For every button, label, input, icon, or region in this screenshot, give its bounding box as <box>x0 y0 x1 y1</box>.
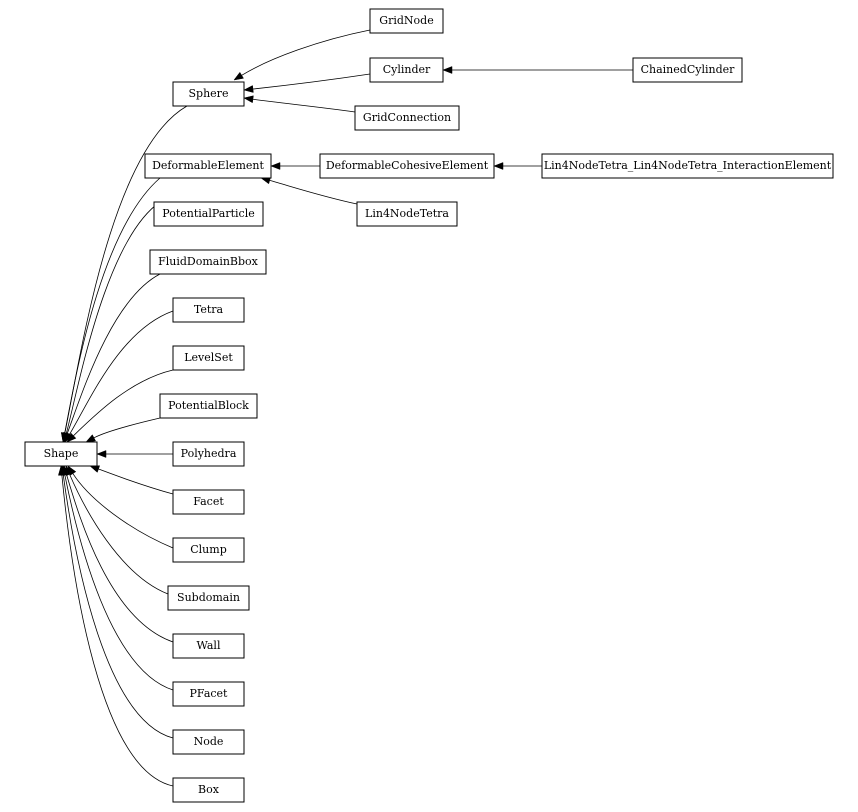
node-lin4-interaction-element[interactable]: Lin4NodeTetra_Lin4NodeTetra_InteractionE… <box>541 153 834 179</box>
arrowhead-lin4_interaction_element-to-deformable_cohesive_element <box>493 162 504 170</box>
arrowhead-deformable_cohesive_element-to-deformable_element <box>270 162 281 170</box>
node-label: Sphere <box>189 87 229 100</box>
node-pfacet[interactable]: PFacet <box>172 681 245 707</box>
edge-grid_connection-to-sphere <box>252 98 356 113</box>
edge-node-to-shape <box>62 474 174 739</box>
node-label: Subdomain <box>177 591 240 604</box>
node-deformable-element[interactable]: DeformableElement <box>144 153 272 179</box>
arrowhead-facet-to-shape <box>89 465 101 473</box>
edge-potential_particle-to-shape <box>65 201 161 434</box>
edge-box-to-shape <box>61 474 174 787</box>
node-label: Box <box>198 783 220 796</box>
node-label: Lin4NodeTetra_Lin4NodeTetra_InteractionE… <box>544 159 832 172</box>
edge-potential_block-to-shape <box>93 417 161 439</box>
node-chained-cylinder[interactable]: ChainedCylinder <box>632 57 743 83</box>
edge-subdomain-to-shape <box>69 474 169 595</box>
arrowhead-polyhedra-to-shape <box>96 450 107 458</box>
arrowhead-box-to-shape <box>58 465 66 476</box>
node-shape[interactable]: Shape <box>24 441 98 467</box>
node-label: DeformableElement <box>152 159 264 172</box>
edge-facet-to-shape <box>98 468 174 495</box>
node-cylinder[interactable]: Cylinder <box>369 57 444 83</box>
node-clump[interactable]: Clump <box>172 537 245 563</box>
node-sphere[interactable]: Sphere <box>172 81 245 107</box>
edge-wall-to-shape <box>66 474 174 643</box>
edge-level_set-to-shape <box>73 369 174 437</box>
node-grid-connection[interactable]: GridConnection <box>354 105 460 131</box>
node-tetra[interactable]: Tetra <box>172 297 245 323</box>
node-label: ChainedCylinder <box>641 63 736 76</box>
node-box[interactable]: Box <box>172 777 245 803</box>
node-deformable-cohesive-element[interactable]: DeformableCohesiveElement <box>319 153 495 179</box>
edge-lin4_node_tetra-to-deformable_element <box>269 180 358 205</box>
node-label: LevelSet <box>184 351 233 364</box>
edge-tetra-to-shape <box>69 310 174 435</box>
edge-deformable_element-to-shape <box>64 177 161 434</box>
arrowhead-cylinder-to-sphere <box>243 85 254 93</box>
node-label: PotentialParticle <box>162 207 254 220</box>
node-label: Lin4NodeTetra <box>365 207 449 220</box>
node-potential-particle[interactable]: PotentialParticle <box>153 201 264 227</box>
node-label: Clump <box>190 543 227 556</box>
node-grid-node[interactable]: GridNode <box>369 8 444 34</box>
edge-grid_node-to-sphere <box>241 29 371 76</box>
node-label: Polyhedra <box>181 447 237 460</box>
nodes-layer: Shape Sphere GridNode Cylinder ChainedCy… <box>24 8 834 803</box>
node-label: Shape <box>44 447 79 460</box>
node-wall[interactable]: Wall <box>172 633 245 659</box>
node-label: Facet <box>193 495 224 508</box>
arrowhead-level_set-to-shape <box>66 432 77 443</box>
node-label: GridNode <box>379 14 433 27</box>
node-potential-block[interactable]: PotentialBlock <box>159 393 258 419</box>
node-label: Tetra <box>194 303 224 316</box>
arrowhead-chained_cylinder-to-cylinder <box>442 66 453 74</box>
arrowhead-grid_connection-to-sphere <box>243 95 254 104</box>
edges-layer <box>58 29 633 787</box>
node-label: PotentialBlock <box>168 399 249 412</box>
edge-fluid_domain_bbox-to-shape <box>66 273 161 434</box>
node-label: Wall <box>197 639 221 652</box>
edge-cylinder-to-sphere <box>252 73 371 90</box>
node-label: GridConnection <box>363 111 451 124</box>
node-node[interactable]: Node <box>172 729 245 755</box>
arrowhead-potential_block-to-shape <box>85 434 96 443</box>
node-label: Cylinder <box>383 63 431 76</box>
node-label: PFacet <box>190 687 229 700</box>
node-subdomain[interactable]: Subdomain <box>167 585 250 611</box>
node-polyhedra[interactable]: Polyhedra <box>172 441 245 467</box>
node-level-set[interactable]: LevelSet <box>172 345 245 371</box>
node-lin4-node-tetra[interactable]: Lin4NodeTetra <box>356 201 458 227</box>
node-label: DeformableCohesiveElement <box>326 159 489 172</box>
node-facet[interactable]: Facet <box>172 489 245 515</box>
node-fluid-domain-bbox[interactable]: FluidDomainBbox <box>149 249 267 275</box>
node-label: FluidDomainBbox <box>158 255 259 268</box>
edge-pfacet-to-shape <box>64 474 174 691</box>
arrowhead-grid_node-to-sphere <box>233 71 244 81</box>
node-label: Node <box>194 735 224 748</box>
edge-clump-to-shape <box>72 473 174 549</box>
